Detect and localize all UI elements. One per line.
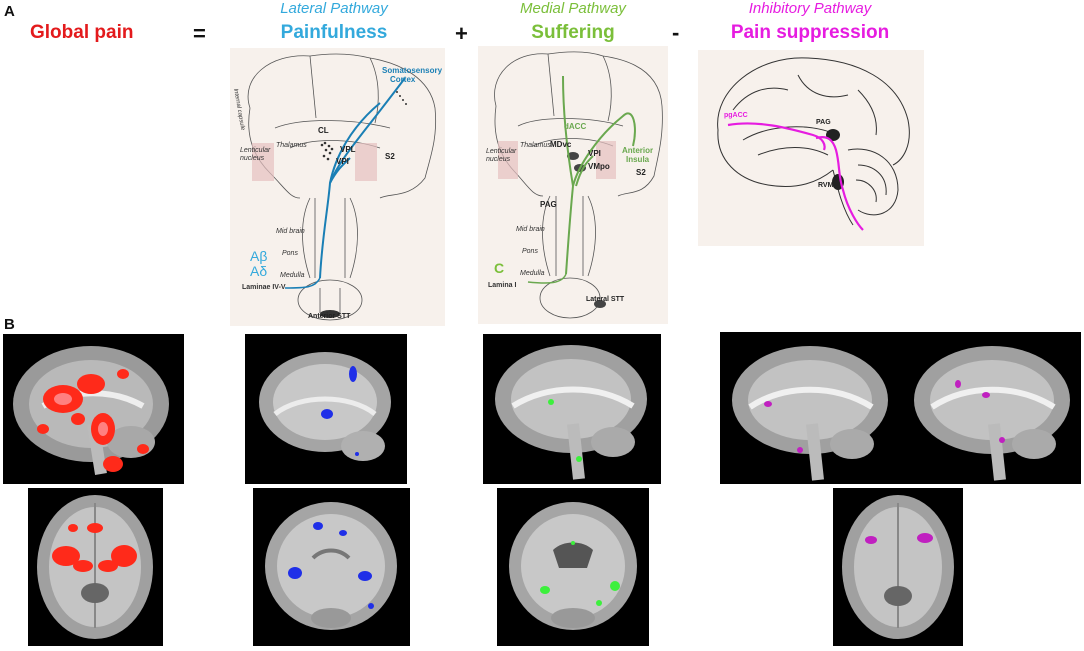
suffering-title: Suffering bbox=[531, 22, 615, 43]
lateral-pathway-drawing bbox=[247, 53, 437, 321]
lenticular-medial-label: Lenticular bbox=[486, 148, 517, 155]
nucleus-medial-label: nucleus bbox=[486, 156, 511, 163]
lateral-coronal-drawing bbox=[265, 502, 397, 630]
mdvc-label: MDvc bbox=[550, 140, 572, 149]
anterior-stt-label: Anterior STT bbox=[308, 313, 351, 320]
inhibitory-pathway-drawing bbox=[717, 57, 910, 231]
inhibitory-axial-scan bbox=[833, 488, 963, 646]
vpi-label: VPI bbox=[336, 157, 349, 166]
c-fiber-label: C bbox=[494, 260, 505, 276]
lateral-sagittal-drawing bbox=[259, 352, 391, 461]
lateral-pathway-diagram: Somatosensory Cortex CL VPL VPI S2 Thala… bbox=[230, 48, 445, 326]
panel-b-label: B bbox=[4, 316, 15, 333]
pons-label: Pons bbox=[282, 250, 298, 257]
thalamus-medial-label: Thalamus bbox=[520, 142, 551, 149]
lateral-sagittal-scan bbox=[245, 334, 407, 484]
cortex-label: Cortex bbox=[390, 75, 416, 84]
vpi-medial-label: VPI bbox=[588, 149, 601, 158]
s2-medial-label: S2 bbox=[636, 168, 646, 177]
vmpo-label: VMpo bbox=[588, 162, 610, 171]
medial-pathway-drawing bbox=[494, 51, 663, 319]
lateral-pathway-label: Lateral Pathway bbox=[280, 0, 388, 17]
painfulness-title: Painfulness bbox=[280, 22, 388, 43]
lamina-i-label: Lamina I bbox=[488, 282, 517, 289]
lenticular-label: Lenticular bbox=[240, 147, 271, 154]
pag-medial-label: PAG bbox=[540, 200, 557, 209]
minus-sign: - bbox=[672, 20, 680, 45]
midbrain-medial-label: Mid brain bbox=[516, 226, 545, 233]
vpl-label: VPL bbox=[340, 145, 356, 154]
inhibitory-sagittal-drawing bbox=[732, 346, 1070, 481]
cl-label: CL bbox=[318, 126, 329, 135]
pgacc-label: pgACC bbox=[724, 112, 748, 119]
s2-label: S2 bbox=[385, 152, 395, 161]
equals-sign: = bbox=[193, 21, 206, 46]
anterior-label: Anterior bbox=[622, 146, 654, 155]
pain-suppression-title: Pain suppression bbox=[730, 22, 890, 43]
medulla-label: Medulla bbox=[280, 272, 305, 279]
medial-pathway-label: Medial Pathway bbox=[520, 0, 626, 17]
midbrain-label: Mid brain bbox=[276, 228, 305, 235]
plus-sign: + bbox=[455, 21, 468, 46]
insula-label: Insula bbox=[626, 155, 650, 164]
medial-sagittal-drawing bbox=[495, 345, 647, 480]
medulla-medial-label: Medulla bbox=[520, 270, 545, 277]
adelta-label: Aδ bbox=[250, 263, 268, 279]
global-sagittal-scan bbox=[3, 334, 184, 484]
global-axial-drawing bbox=[37, 495, 153, 639]
panel-a-label: A bbox=[4, 3, 15, 20]
inhibitory-axial-drawing bbox=[842, 495, 954, 639]
thalamus-label: Thalamus bbox=[276, 142, 307, 149]
pag-inhibitory-label: PAG bbox=[816, 119, 831, 126]
inhibitory-pathway-diagram: pgACC PAG RVM bbox=[698, 50, 924, 246]
inhibitory-sagittal-scans bbox=[720, 332, 1081, 484]
medial-sagittal-scan bbox=[483, 334, 661, 484]
medial-pathway-diagram: dACC Anterior Insula MDvc VPI VMpo S2 Th… bbox=[478, 46, 668, 324]
medial-coronal-scan bbox=[497, 488, 649, 646]
nucleus-label: nucleus bbox=[240, 155, 265, 162]
abeta-label: Aβ bbox=[250, 248, 268, 264]
rvm-label: RVM bbox=[818, 182, 834, 189]
laminae-label: Laminae IV-V bbox=[242, 284, 286, 291]
lateral-stt-label: Lateral STT bbox=[586, 296, 625, 303]
somatosensory-label: Somatosensory bbox=[382, 66, 443, 75]
lateral-coronal-scan bbox=[253, 488, 410, 646]
inhibitory-pathway-label: Inhibitory Pathway bbox=[748, 0, 872, 17]
global-axial-scan bbox=[28, 488, 163, 646]
global-pain-title: Global pain bbox=[30, 22, 134, 43]
pons-medial-label: Pons bbox=[522, 248, 538, 255]
medial-coronal-drawing bbox=[509, 502, 637, 630]
global-sagittal-drawing bbox=[13, 346, 169, 475]
dacc-label: dACC bbox=[564, 122, 587, 131]
